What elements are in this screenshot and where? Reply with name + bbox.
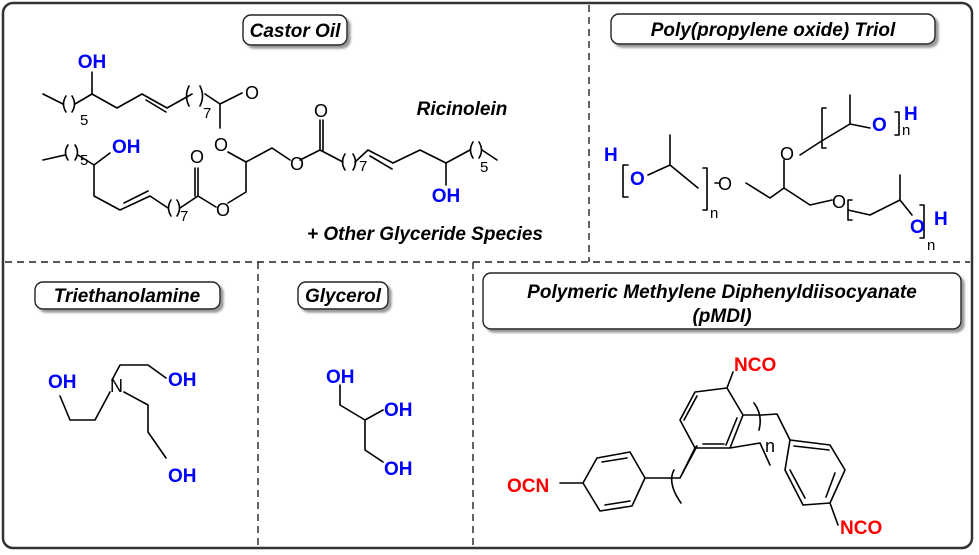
title-box bbox=[297, 281, 389, 310]
glycerol-panel: Glycerol OH OH OH bbox=[297, 281, 413, 480]
repeat-brackets bbox=[622, 107, 925, 239]
ppo-triol-panel: Poly(propylene oxide) Triol H O O O O O … bbox=[604, 13, 948, 254]
oxygen-label: O bbox=[832, 192, 846, 212]
pmdi-panel: Polymeric Methylene Diphenyldiisocyanate… bbox=[482, 272, 962, 539]
oxygen-label: O bbox=[214, 135, 228, 155]
panel-subtitle: (pMDI) bbox=[692, 306, 751, 327]
isocyanate-label: NCO bbox=[840, 518, 882, 539]
double-bond bbox=[123, 190, 149, 204]
pmdi-bonds bbox=[559, 371, 846, 526]
oxygen-label: O bbox=[216, 200, 230, 220]
bottom-chain-bonds bbox=[42, 152, 217, 211]
repeat-subscript: n bbox=[927, 237, 935, 254]
repeat-subscript: 5 bbox=[80, 152, 88, 169]
title-box bbox=[242, 14, 348, 46]
panel-title: Glycerol bbox=[305, 286, 382, 307]
other-species-note: + Other Glyceride Species bbox=[307, 224, 543, 245]
repeat-subscript: 5 bbox=[80, 112, 88, 129]
hydroxyl-label: OH bbox=[384, 400, 413, 421]
glycerol-backbone-bonds bbox=[227, 119, 498, 204]
oxygen-label: O bbox=[245, 83, 259, 103]
hydroxyl-label: OH bbox=[326, 367, 355, 388]
triethanolamine-bonds bbox=[59, 364, 167, 459]
oxygen-label: O bbox=[910, 217, 925, 238]
hydrogen-label: H bbox=[934, 209, 948, 230]
repeat-subscript: n bbox=[765, 436, 775, 456]
hydrogen-label: H bbox=[904, 104, 918, 125]
repeat-parentheses bbox=[341, 141, 483, 171]
ricinolein-label: Ricinolein bbox=[417, 99, 508, 120]
repeat-parentheses bbox=[62, 85, 204, 113]
isocyanate-label: NCO bbox=[734, 355, 776, 376]
oxygen-label: O bbox=[718, 174, 732, 194]
hydroxyl-label: OH bbox=[168, 370, 197, 391]
title-box bbox=[34, 281, 221, 310]
title-box bbox=[482, 272, 962, 330]
repeat-subscript: n bbox=[902, 122, 910, 139]
oxygen-label: O bbox=[630, 169, 645, 190]
hydroxyl-label: OH bbox=[384, 459, 413, 480]
nitrogen-label: N bbox=[110, 376, 123, 396]
hydroxyl-label: OH bbox=[168, 466, 197, 487]
glycerol-bonds bbox=[339, 384, 384, 463]
top-chain-bonds bbox=[42, 71, 243, 129]
repeat-subscript: 7 bbox=[203, 105, 211, 122]
panel-title: Polymeric Methylene Diphenyldiisocyanate bbox=[527, 282, 917, 303]
triethanolamine-panel: Triethanolamine N OH OH OH bbox=[34, 281, 221, 487]
hydrogen-label: H bbox=[604, 145, 618, 166]
double-bond bbox=[369, 155, 393, 170]
repeat-parentheses bbox=[670, 402, 761, 504]
panel-title: Triethanolamine bbox=[54, 286, 201, 307]
hydroxyl-label: OH bbox=[112, 137, 141, 158]
repeat-parentheses bbox=[64, 144, 181, 217]
ppo-bonds bbox=[647, 94, 913, 216]
repeat-subscript: 5 bbox=[480, 159, 488, 176]
panel-title: Poly(propylene oxide) Triol bbox=[651, 20, 896, 41]
oxygen-label: O bbox=[780, 144, 794, 164]
oxygen-label: O bbox=[190, 147, 204, 167]
repeat-subscript: 7 bbox=[359, 158, 367, 175]
isocyanate-label: OCN bbox=[507, 476, 549, 497]
hydroxyl-label: OH bbox=[432, 186, 461, 207]
repeat-subscript: n bbox=[710, 205, 718, 222]
double-bond bbox=[145, 99, 167, 113]
oxygen-label: O bbox=[290, 154, 304, 174]
oxygen-label: O bbox=[872, 115, 887, 136]
oxygen-label: O bbox=[314, 101, 328, 121]
aromatic-inner-bonds bbox=[601, 395, 836, 506]
panel-title: Castor Oil bbox=[250, 21, 342, 42]
title-box bbox=[610, 13, 936, 45]
hydroxyl-label: OH bbox=[78, 52, 107, 73]
repeat-subscript: 7 bbox=[180, 208, 188, 225]
hydroxyl-label: OH bbox=[48, 372, 77, 393]
castor-oil-panel: Castor Oil Ricinolein + Other Glyceride … bbox=[42, 14, 543, 245]
